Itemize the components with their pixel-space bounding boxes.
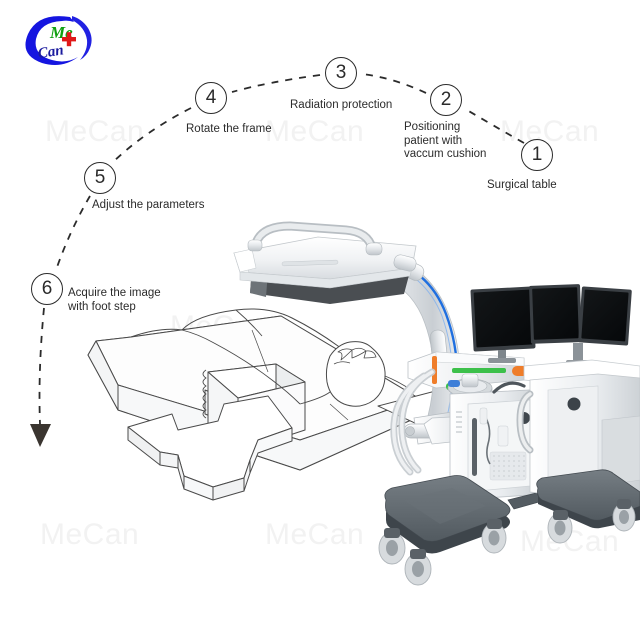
- cart-port: [567, 397, 581, 411]
- step-label-3: Radiation protection: [290, 99, 393, 111]
- step-label-5: Adjust the parameters: [92, 199, 205, 211]
- step-number-6: 6: [31, 273, 63, 305]
- c-arm-detector: [233, 221, 417, 304]
- monitor-right-pair: [529, 284, 632, 366]
- flow-segment-6-end: [38, 307, 45, 425]
- logo-svg: Me Can: [25, 16, 92, 65]
- console-side-vent: [456, 411, 462, 433]
- cart-base: [536, 469, 640, 521]
- console-handle-strip: [472, 418, 477, 476]
- step-number-4: 4: [195, 82, 227, 114]
- flow-arrowhead: [30, 424, 51, 447]
- step-number-1: 1: [521, 139, 553, 171]
- flow-segment-2-3: [361, 73, 427, 94]
- console-vent: [489, 451, 527, 481]
- step-label-6: Acquire the image with foot step: [68, 287, 161, 313]
- step-number-3: 3: [325, 57, 357, 89]
- logo-text-can: Can: [37, 42, 65, 62]
- monitor-screen-center: [532, 287, 579, 340]
- monitor-screen-right: [581, 289, 629, 342]
- monitor-screen-left: [473, 289, 533, 348]
- surgical-table: [87, 308, 499, 501]
- watermark-7: MeCan: [265, 518, 365, 551]
- flow-segment-1-2: [466, 109, 525, 144]
- watermark-3: MeCan: [500, 115, 600, 148]
- step-number-2: 2: [430, 84, 462, 116]
- watermark-1: MeCan: [45, 115, 145, 148]
- watermark-6: MeCan: [40, 518, 140, 551]
- workstation-cart: [470, 284, 640, 544]
- step-number-5: 5: [84, 162, 116, 194]
- monitor-left: [470, 286, 536, 363]
- brand-logo: Me Can: [12, 10, 104, 68]
- flow-segment-3-4: [231, 74, 321, 93]
- green-indicator-strip: [452, 368, 506, 373]
- watermark-2: MeCan: [265, 115, 365, 148]
- flow-segment-4-5: [111, 107, 192, 164]
- step-label-4: Rotate the frame: [186, 123, 272, 135]
- step-label-2: Positioning patient with vaccum cushion: [404, 121, 487, 160]
- c-arm-casters: [378, 519, 507, 586]
- step-label-1: Surgical table: [487, 179, 557, 191]
- logo-cross-icon: [62, 32, 76, 47]
- logo-crescent-icon: [25, 16, 78, 65]
- c-arm-base: [384, 475, 547, 554]
- flow-segment-5-6: [55, 195, 91, 271]
